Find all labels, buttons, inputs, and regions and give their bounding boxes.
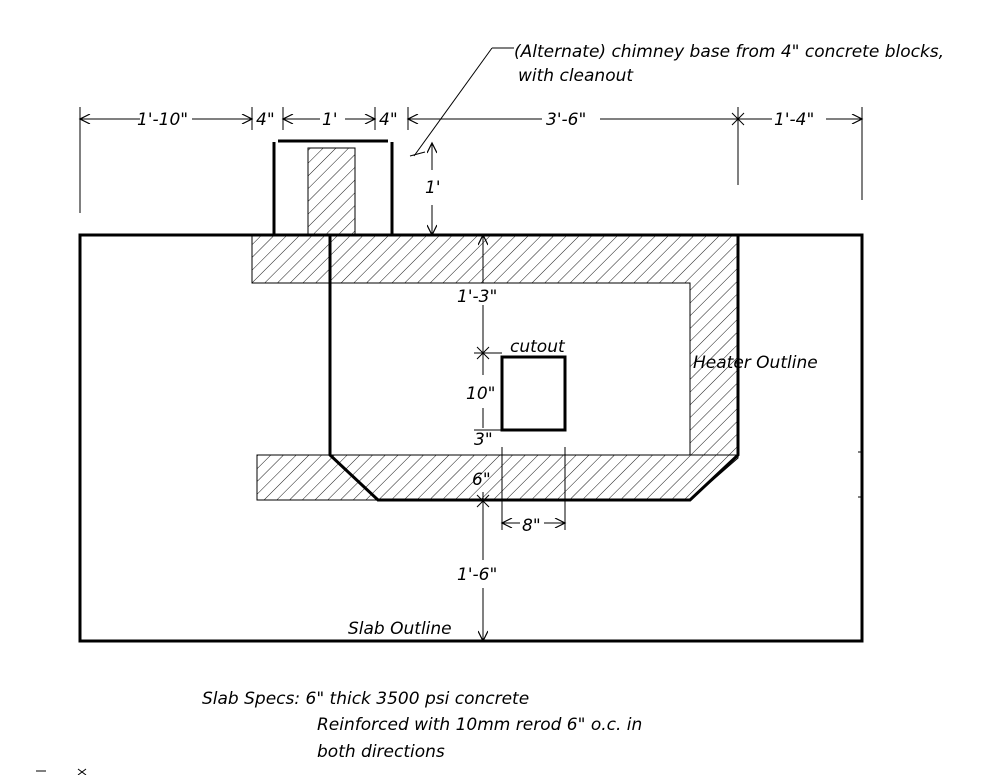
slab-outline: [78, 233, 864, 643]
slab-specs-line-1: Slab Specs: 6" thick 3500 psi concrete: [202, 689, 529, 709]
dim-cutout-width-line: [502, 447, 565, 530]
dim-block-wall-left: 4": [256, 110, 275, 130]
dim-right-offset: 1'-4": [774, 110, 814, 130]
top-dimension-chain: [80, 107, 862, 213]
slab-specs-line-3: both directions: [317, 742, 445, 762]
dim-cutout-to-hatch: 3": [474, 430, 493, 450]
label-cutout: cutout: [510, 337, 566, 357]
dim-bottom-clearance: 1'-6": [457, 565, 497, 585]
slab-specs-line-2: Reinforced with 10mm rerod 6" o.c. in: [317, 715, 642, 735]
label-heater-outline: Heater Outline: [693, 353, 818, 373]
cutout-rect: [500, 355, 567, 432]
chimney-base: [272, 139, 394, 235]
heater-outline: [328, 235, 740, 502]
hatched-heater-walls: [251, 147, 739, 501]
label-slab-outline: Slab Outline: [348, 619, 452, 639]
hatch-top-band: [251, 234, 739, 456]
dim-block-wall-right: 4": [379, 110, 398, 130]
dim-chimney-depth: 1': [425, 178, 441, 198]
dim-left-offset: 1'-10": [137, 110, 188, 130]
callout-leader: [409, 47, 514, 157]
dim-flue-width: 1': [322, 110, 338, 130]
dim-cutout-width: 8": [522, 516, 541, 536]
dim-right-span: 3'-6": [546, 110, 586, 130]
dim-cutout-height: 10": [466, 384, 495, 404]
hatch-flue: [307, 147, 356, 236]
vertical-dimension-chain: [474, 235, 502, 641]
dim-heater-to-cutout: 1'-3": [457, 287, 497, 307]
callout-line-2: with cleanout: [518, 66, 634, 86]
slab-right-edge-marks: [858, 451, 862, 498]
dim-hatch-thickness: 6": [472, 470, 491, 490]
hatch-lower-band: [256, 454, 739, 501]
ucs-fragment: [36, 768, 87, 775]
callout-line-1: (Alternate) chimney base from 4" concret…: [514, 42, 944, 62]
